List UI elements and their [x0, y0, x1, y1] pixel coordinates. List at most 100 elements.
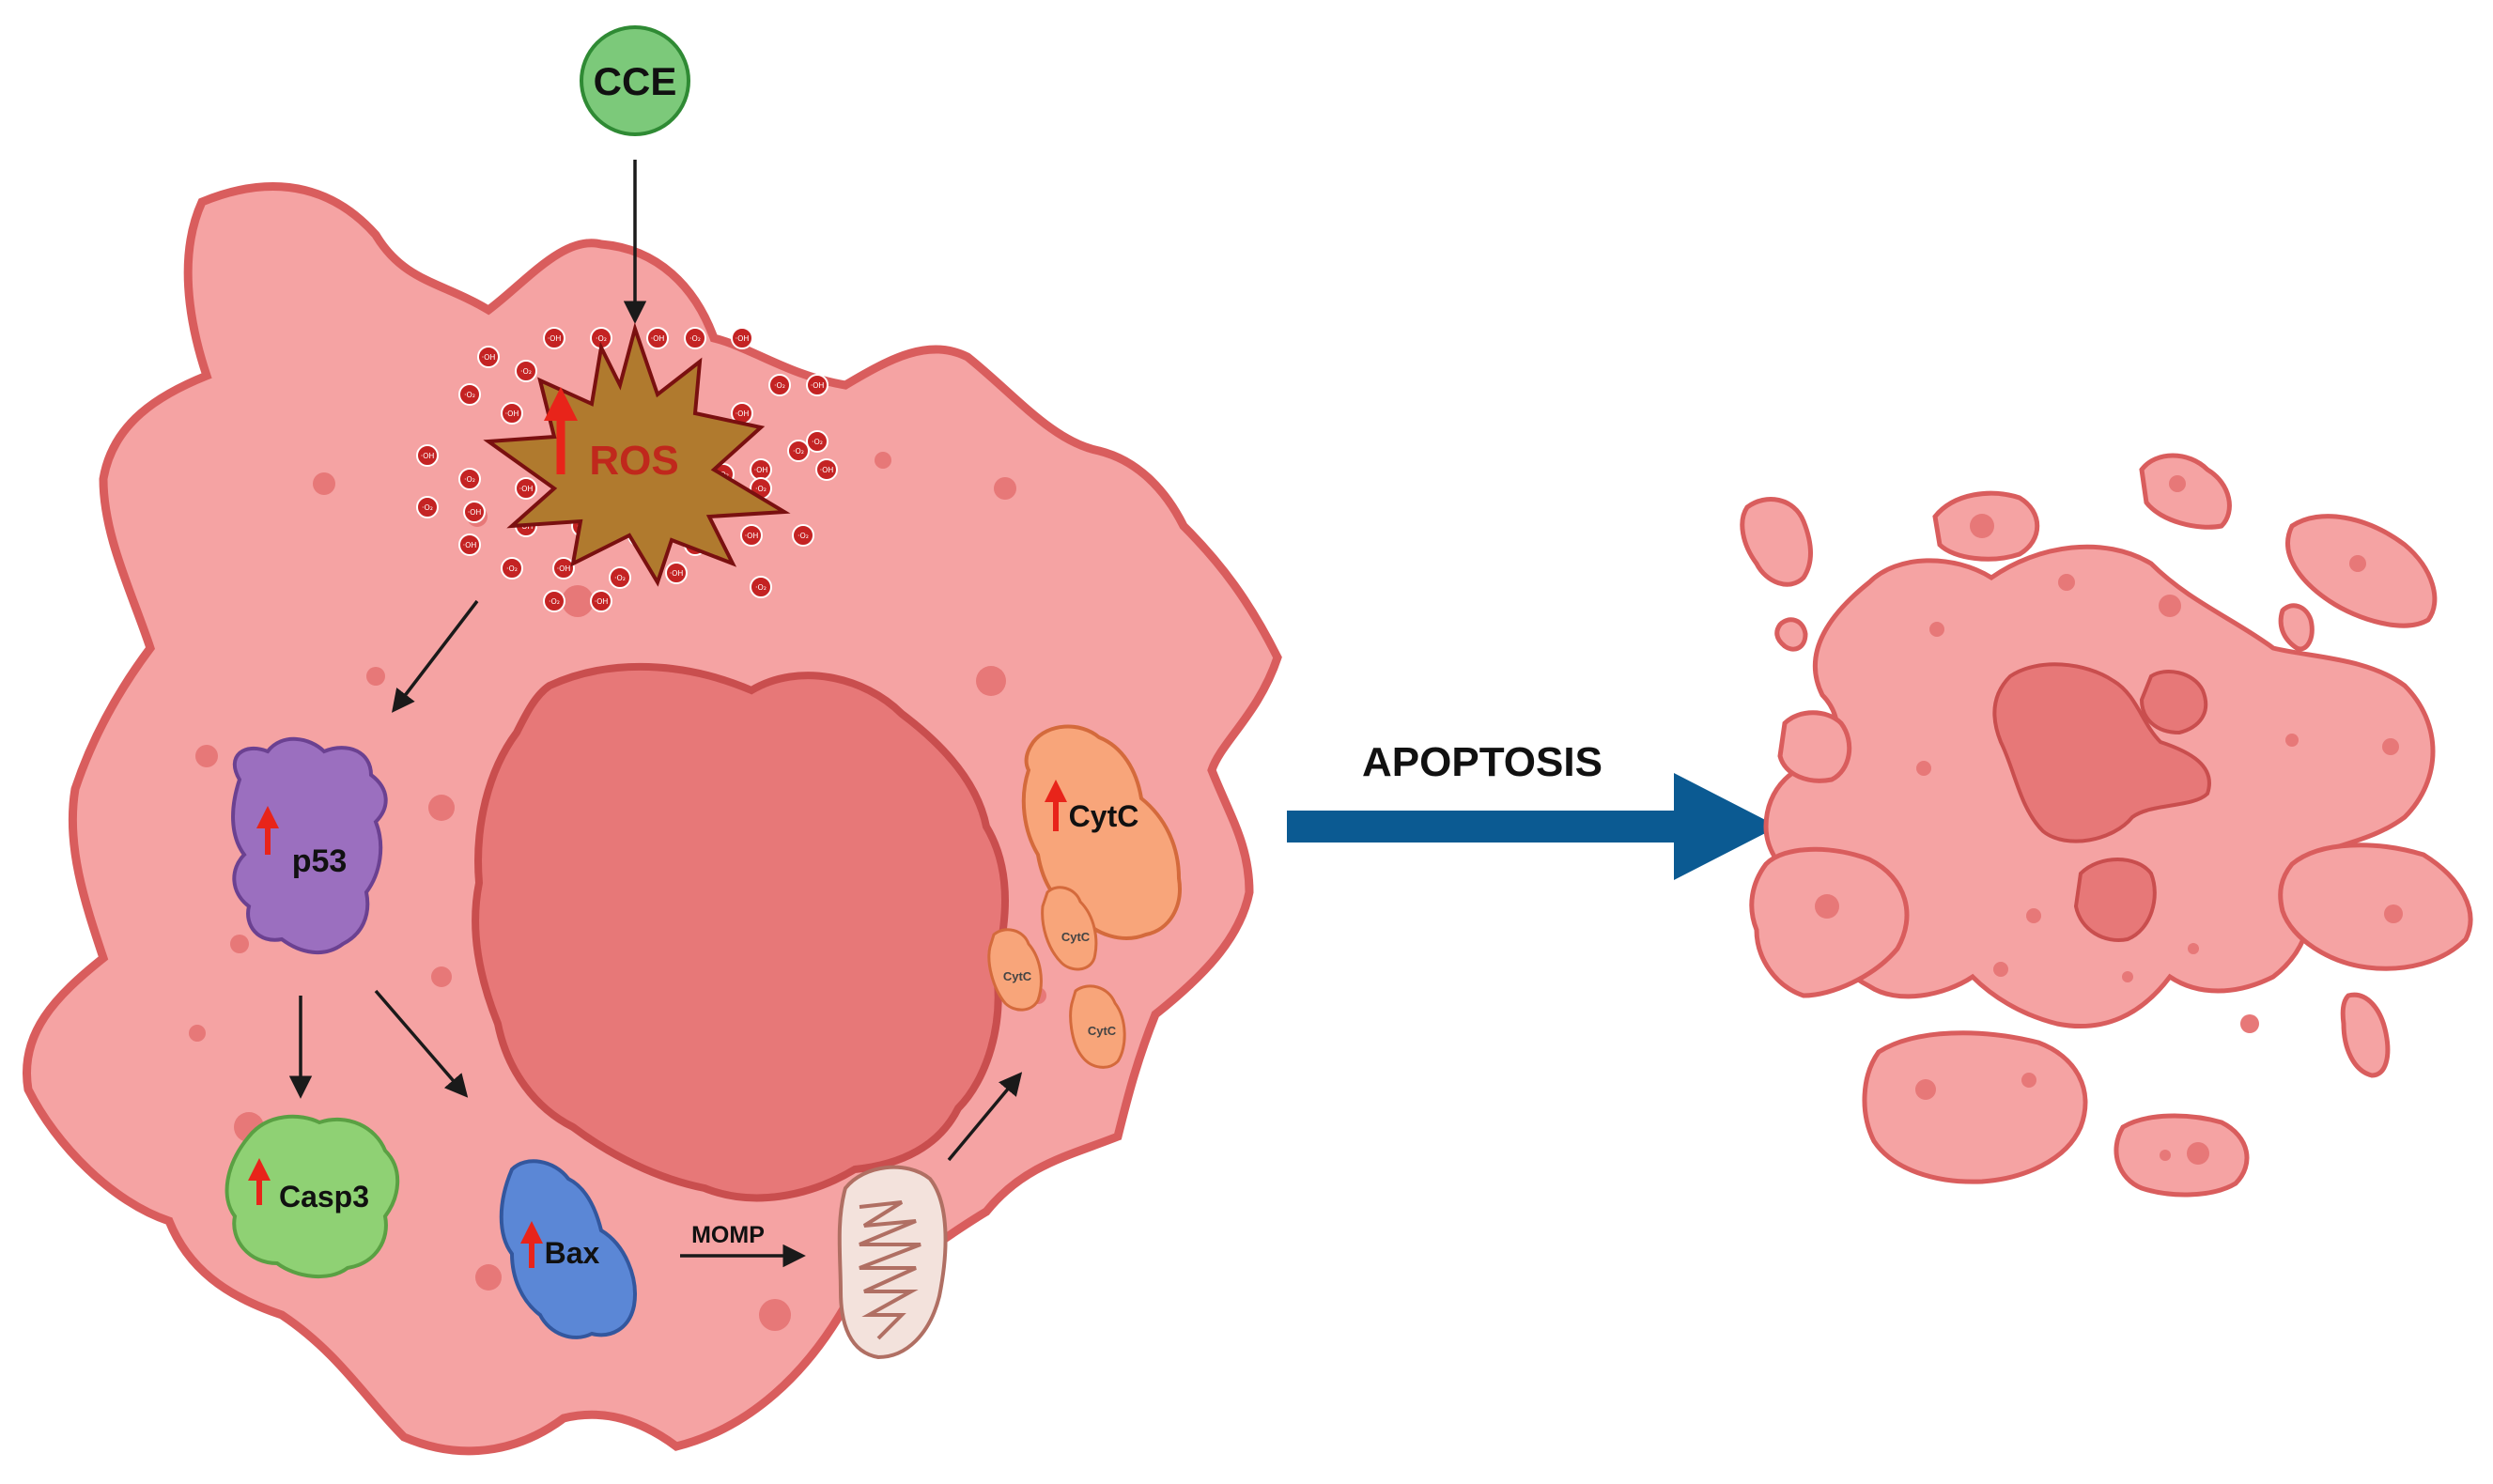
radical-label: ·OH	[548, 334, 562, 343]
cytc-small-label: CytC	[1088, 1024, 1117, 1038]
apoptotic-body	[1862, 1030, 2088, 1184]
granule	[2058, 574, 2075, 591]
cytc-small-group: CytC CytC CytC	[987, 886, 1126, 1069]
granule	[1993, 962, 2008, 977]
cytc-protein	[1021, 724, 1182, 940]
casp3-label: Casp3	[279, 1180, 369, 1213]
cytc-small-protein	[987, 928, 1043, 1012]
cce-node	[580, 25, 690, 136]
apoptotic-body	[2139, 453, 2232, 530]
radical-label: ·O₂	[774, 381, 785, 390]
granule	[2026, 908, 2041, 923]
radical-label: ·O₂	[596, 334, 607, 343]
apoptosis-arrow	[1287, 773, 1778, 880]
radical-label: ·OH	[595, 597, 609, 606]
granule	[1915, 1079, 1936, 1100]
apoptotic-granules	[1815, 475, 2403, 1165]
granule	[759, 1299, 791, 1331]
radical-dot	[458, 383, 481, 406]
radical-label: ·O₂	[464, 475, 475, 484]
radical-dot	[665, 562, 688, 584]
radical-dot	[515, 477, 537, 500]
radical-label: ·O₂	[755, 583, 766, 592]
granule	[428, 795, 455, 821]
granule	[2384, 904, 2403, 923]
radical-label: ·OH	[670, 569, 684, 578]
apoptotic-nucleus-fragment	[1992, 662, 2211, 843]
radical-dot	[787, 440, 810, 462]
casp3-protein	[225, 1114, 400, 1279]
granule	[230, 935, 249, 953]
cytc-small-protein	[1069, 984, 1126, 1069]
radical-dot	[740, 524, 763, 547]
radical-dot	[609, 566, 631, 589]
radical-dot	[543, 327, 565, 349]
granule	[189, 1025, 206, 1042]
radical-label: ·OH	[820, 466, 834, 474]
granule	[2021, 1073, 2036, 1088]
apoptotic-body	[1749, 846, 1910, 998]
radical-dot	[477, 346, 500, 368]
radical-label: ·O₂	[797, 532, 809, 540]
radical-label: ·O₂	[755, 485, 766, 493]
radical-dot	[590, 590, 612, 612]
apoptotic-body	[1774, 617, 1808, 652]
granule	[2349, 555, 2366, 572]
radical-dot	[416, 496, 439, 518]
radical-label: ·O₂	[464, 391, 475, 399]
apoptotic-nucleus-fragment	[2139, 670, 2208, 735]
cytc-label: CytC	[1069, 799, 1139, 833]
granule	[2188, 943, 2199, 954]
granule	[2169, 475, 2186, 492]
radical-label: ·OH	[463, 541, 477, 549]
radical-dot	[768, 374, 791, 396]
radical-dot	[416, 444, 439, 467]
granule	[1970, 514, 1994, 538]
apoptotic-cell	[1740, 453, 2473, 1198]
radical-dot	[501, 557, 523, 580]
granule	[562, 585, 594, 617]
radical-label: ·OH	[754, 466, 768, 474]
granule	[2285, 734, 2299, 747]
momp-label: MOMP	[691, 1222, 765, 1248]
radical-dot	[501, 402, 523, 425]
radical-label: ·OH	[482, 353, 496, 362]
radical-label: ·OH	[736, 410, 750, 418]
radical-label: ·O₂	[549, 597, 560, 606]
arrow-p53-to-bax	[374, 989, 469, 1098]
arrow-mito-to-cytc	[947, 1072, 1023, 1162]
p53-label: p53	[292, 843, 348, 879]
apoptosis-label: APOPTOSIS	[1362, 739, 1603, 785]
granule	[2159, 595, 2181, 617]
apoptotic-body	[2114, 1113, 2250, 1198]
cce-label: CCE	[594, 59, 677, 103]
radical-label: ·OH	[557, 564, 571, 573]
granule	[1929, 622, 1944, 637]
apoptotic-body	[1777, 710, 1852, 783]
granule	[2382, 738, 2399, 755]
radical-dot	[552, 557, 575, 580]
radical-dot	[815, 458, 838, 481]
bax-label: Bax	[545, 1236, 600, 1270]
radical-dot	[684, 327, 706, 349]
granule	[475, 1264, 502, 1291]
granule	[366, 667, 385, 686]
nucleus	[472, 662, 1009, 1202]
radical-label: ·OH	[811, 381, 825, 390]
mitochondrion	[837, 1165, 948, 1360]
p53-protein	[231, 736, 388, 955]
radical-label: ·OH	[736, 334, 750, 343]
mitochondrion-outer	[837, 1165, 948, 1360]
radical-label: ·O₂	[520, 367, 532, 376]
radical-label: ·OH	[468, 508, 482, 517]
granule	[994, 477, 1016, 500]
radical-label: ·O₂	[422, 503, 433, 512]
granule	[976, 666, 1006, 696]
cytc-small-label: CytC	[1003, 969, 1032, 983]
radical-label: ·O₂	[812, 438, 823, 446]
radical-label: ·O₂	[614, 574, 626, 582]
apoptotic-body	[2278, 842, 2473, 971]
granule	[313, 472, 335, 495]
granule	[2122, 971, 2133, 982]
